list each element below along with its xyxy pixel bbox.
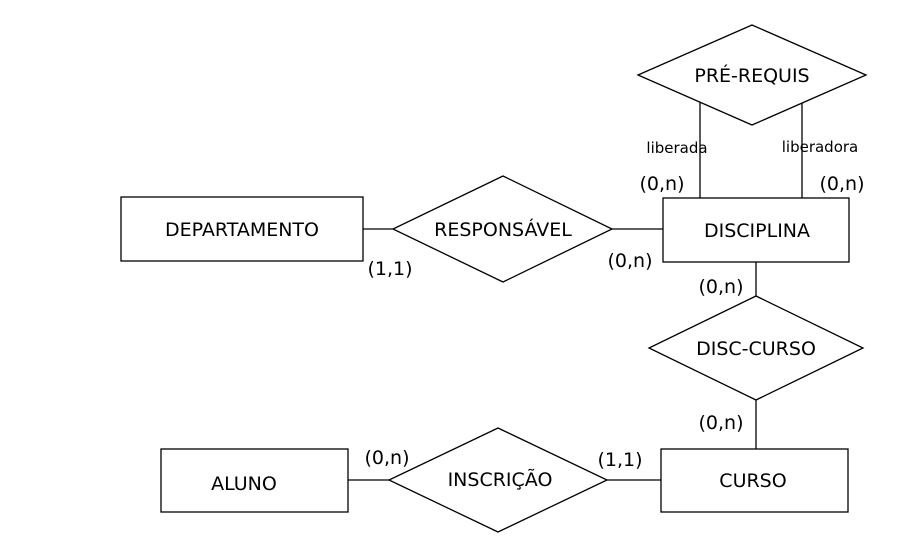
- relationship-inscricao: [387, 427, 609, 533]
- entity-aluno: [160, 448, 349, 513]
- relationship-pre-requis-label: PRÉ-REQUIS: [694, 64, 809, 87]
- cardinality-disccurso-disciplina: (0,n): [699, 276, 744, 298]
- cardinality-responsavel-disciplina: (0,n): [608, 250, 653, 272]
- cardinality-responsavel-departamento: (1,1): [367, 258, 412, 280]
- role-liberada-label: liberada: [646, 139, 707, 157]
- relationship-disc-curso: [647, 295, 865, 401]
- cardinality-inscricao-curso: (1,1): [597, 449, 642, 471]
- relationship-responsavel-label: RESPONSÁVEL: [434, 218, 572, 241]
- entity-departamento: [120, 196, 364, 262]
- entity-disciplina: [662, 197, 850, 263]
- cardinality-disccurso-curso: (0,n): [699, 412, 744, 434]
- relationship-pre-requis: [636, 24, 868, 126]
- relationship-disc-curso-label: DISC-CURSO: [696, 338, 816, 360]
- cardinality-inscricao-aluno: (0,n): [365, 447, 410, 469]
- relationship-inscricao-label: INSCRIÇÃO: [448, 468, 553, 491]
- entity-curso: [660, 448, 849, 513]
- role-liberadora-label: liberadora: [782, 138, 859, 156]
- cardinality-prereq-liberada: (0,n): [640, 173, 685, 195]
- entity-disciplina-label: DISCIPLINA: [704, 220, 810, 242]
- entity-departamento-label: DEPARTAMENTO: [165, 219, 319, 241]
- entity-aluno-label: ALUNO: [211, 473, 277, 495]
- entity-curso-label: CURSO: [719, 470, 786, 492]
- relationship-responsavel: [391, 175, 614, 283]
- cardinality-prereq-liberadora: (0,n): [820, 173, 865, 195]
